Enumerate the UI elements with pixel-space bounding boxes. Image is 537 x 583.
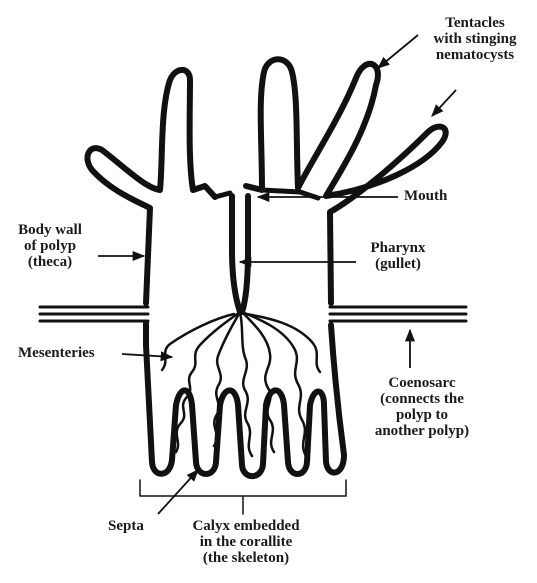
pharynx-label: Pharynx (gullet) xyxy=(356,240,440,272)
body-wall-label-line-2: of polyp xyxy=(4,238,96,254)
calyx-label-line-3: (the skeleton) xyxy=(176,550,316,566)
pharynx-label-line-2: (gullet) xyxy=(356,256,440,272)
calyx-bracket xyxy=(140,480,346,514)
tentacles-label-line-2: with stinging xyxy=(416,31,534,47)
body-wall-label-line-3: (theca) xyxy=(4,254,96,270)
calyx-label-line-1: Calyx embedded xyxy=(176,518,316,534)
coenosarc-label-line-2: (connects the xyxy=(356,391,488,407)
mesentery-7 xyxy=(246,314,320,372)
mesentery-4 xyxy=(242,312,274,452)
mouth-label: Mouth xyxy=(404,188,447,204)
mouth-label-text: Mouth xyxy=(404,188,447,204)
tentacles-arrow-2 xyxy=(432,90,456,116)
coenosarc-label-line-4: another polyp) xyxy=(356,423,488,439)
septa-arrow xyxy=(158,470,198,514)
septa-label-text: Septa xyxy=(108,518,144,534)
tentacles-label: Tentacles with stinging nematocysts xyxy=(416,15,534,63)
tentacles-label-line-1: Tentacles xyxy=(416,15,534,31)
polyp-outline-left xyxy=(87,70,215,303)
body-wall-label: Body wall of polyp (theca) xyxy=(4,222,96,270)
pharynx-left-wall xyxy=(232,196,240,312)
tentacles-arrow-1 xyxy=(378,35,418,68)
calyx-label-line-2: in the corallite xyxy=(176,534,316,550)
pharynx-label-line-1: Pharynx xyxy=(356,240,440,256)
mesenteries-label-text: Mesenteries xyxy=(18,345,95,361)
coenosarc-line-right xyxy=(330,307,466,321)
mesenteries-label: Mesenteries xyxy=(18,345,95,361)
coenosarc-line-left xyxy=(40,307,148,321)
coenosarc-label: Coenosarc (connects the polyp to another… xyxy=(356,375,488,439)
coenosarc-label-line-3: polyp to xyxy=(356,407,488,423)
pharynx-right-wall xyxy=(242,196,248,312)
body-wall-label-line-1: Body wall xyxy=(4,222,96,238)
calyx-label: Calyx embedded in the corallite (the ske… xyxy=(176,518,316,566)
coenosarc-label-line-1: Coenosarc xyxy=(356,375,488,391)
septa-label: Septa xyxy=(108,518,144,534)
mesentery-5 xyxy=(242,312,306,456)
tentacles-label-line-3: nematocysts xyxy=(416,47,534,63)
